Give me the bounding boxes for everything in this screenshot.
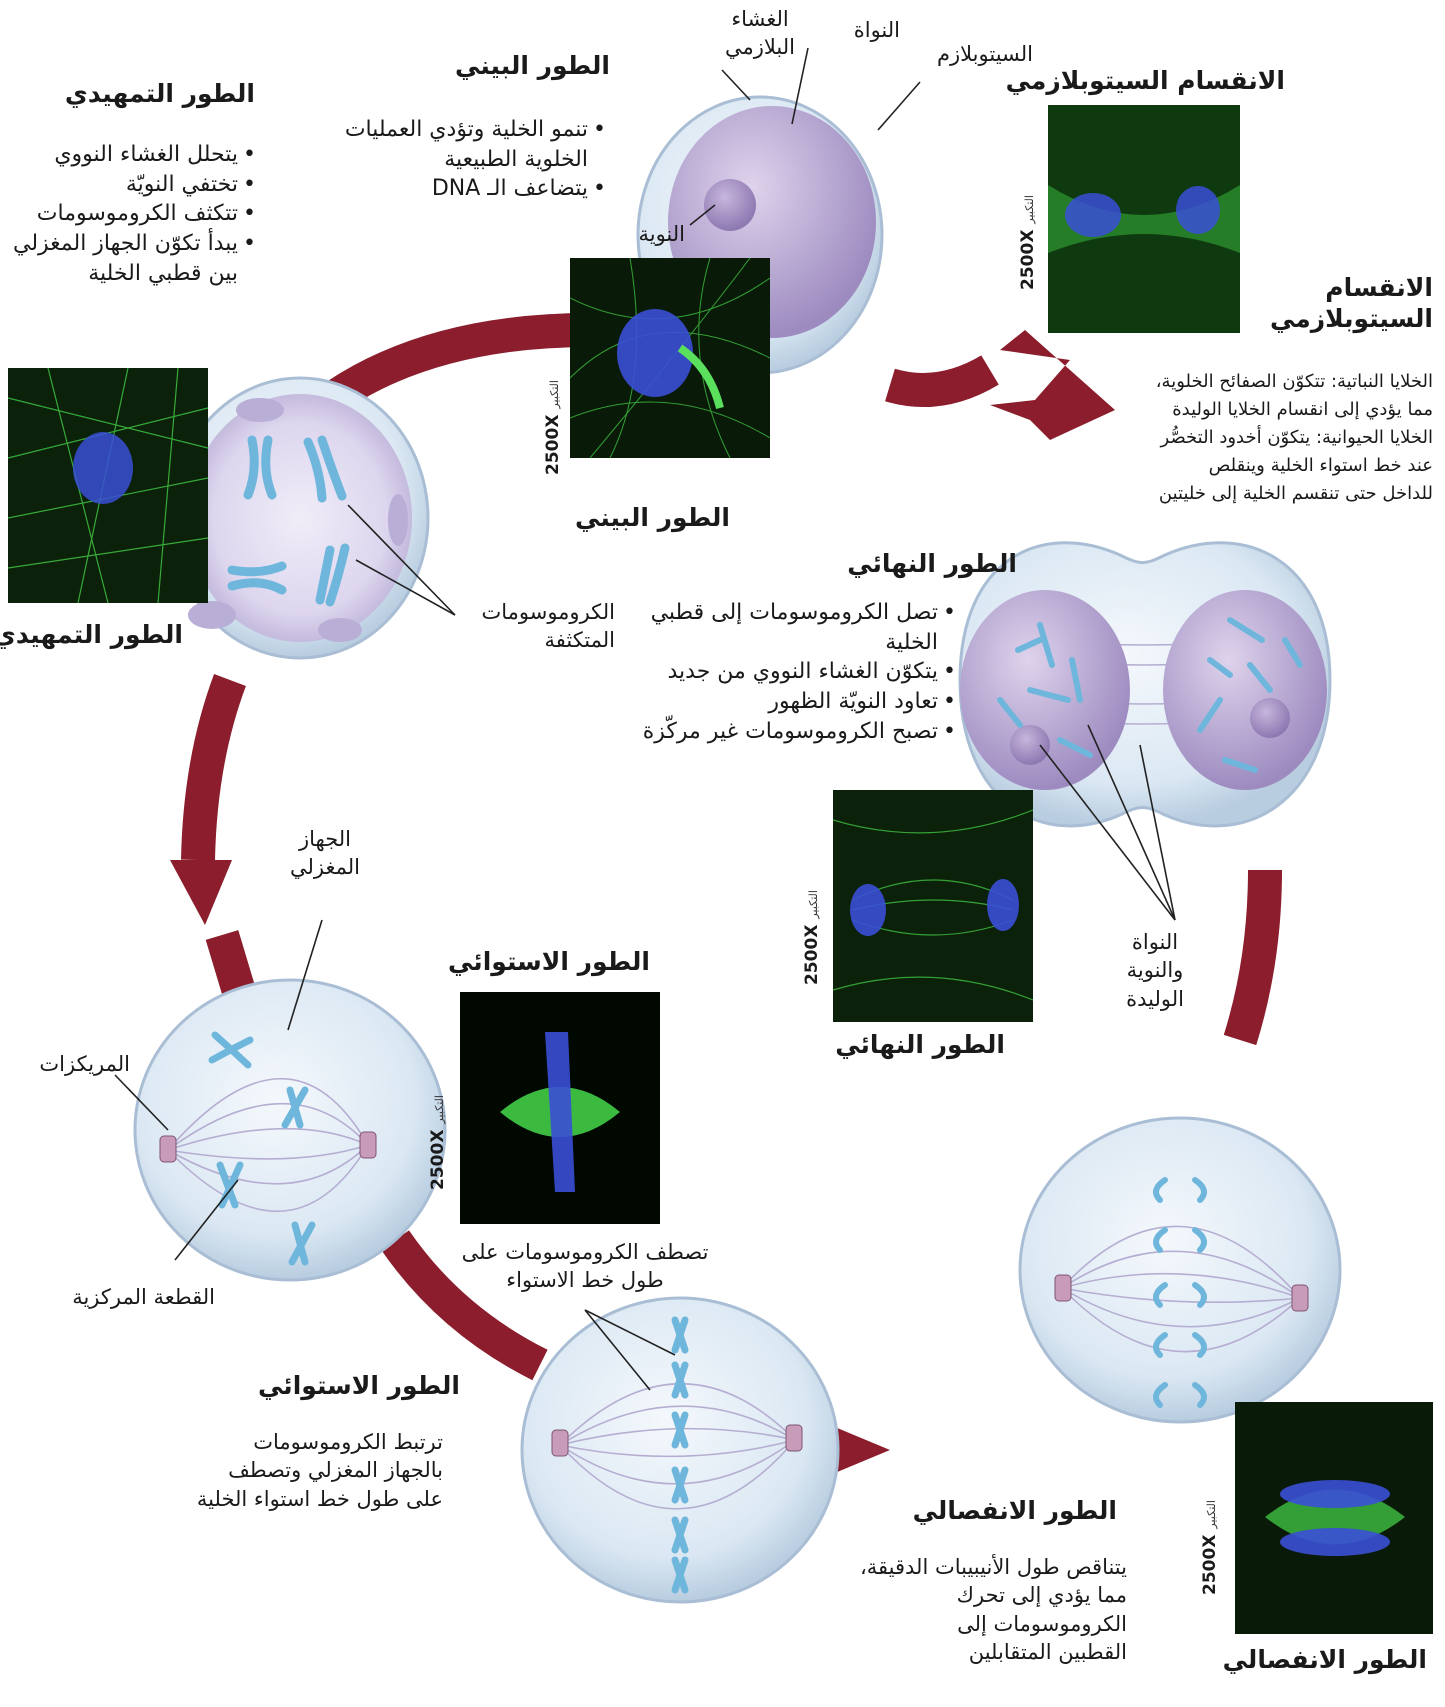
magnification-metaphase: 2500X التكبير <box>428 1095 448 1190</box>
cytokinesis-line: الخلايا الحيوانية: يتكوّن أخدود التخصُّر <box>1156 424 1433 452</box>
telophase-bullet: يتكوّن الغشاء النووي من جديد <box>630 657 938 687</box>
metaphase-photo-title: الطور الاستوائي <box>448 947 650 976</box>
label-centromere: القطعة المركزية <box>72 1283 215 1311</box>
prophase-photo-caption: الطور التمهيدي <box>0 620 183 649</box>
magnification-value: 2500X <box>428 1130 448 1190</box>
telophase-cell <box>960 543 1330 826</box>
label-condensed-chromosomes: الكروموسومات المتكثفة <box>465 598 615 655</box>
telophase-bullet: تصبح الكروموسومات غير مركّزة <box>630 717 938 747</box>
ring-segment-prophase-metaphase <box>198 680 230 860</box>
prophase-title: الطور التمهيدي <box>65 78 255 109</box>
anaphase-text: يتناقص طول الأنيبيبات الدقيقة، مما يؤدي … <box>860 1553 1127 1666</box>
label-align: تصطف الكروموسومات على طول خط الاستواء <box>460 1238 710 1295</box>
anaphase-line: يتناقص طول الأنيبيبات الدقيقة، <box>860 1553 1127 1581</box>
prophase-bullets: يتحلل الغشاء النووي تختفي النويّة تتكثف … <box>5 140 260 288</box>
magnification-word: التكبير <box>1205 1500 1218 1529</box>
micrograph-telophase <box>833 790 1033 1022</box>
prophase-bullet: يتحلل الغشاء النووي <box>5 140 238 170</box>
anaphase-cell <box>1020 1118 1340 1422</box>
metaphase-title: الطور الاستوائي <box>258 1370 460 1401</box>
ring-segment-telophase-anaphase <box>1240 870 1265 1040</box>
ring-segment-cytokinesis-interphase <box>890 370 990 390</box>
label-plasma-membrane: الغشاء البلازمي <box>715 5 805 62</box>
interphase-bullet: تنمو الخلية وتؤدي العمليات الخلوية الطبي… <box>320 115 588 174</box>
label-nucleolus: النوية <box>638 220 685 248</box>
anaphase-line: الكروموسومات إلى <box>860 1610 1127 1638</box>
arrow-to-interphase <box>990 330 1115 440</box>
metaphase-text: ترتبط الكروموسومات بالجهاز المغزلي وتصطف… <box>197 1428 443 1513</box>
telophase-bullet: تعاود النويّة الظهور <box>630 687 938 717</box>
interphase-nucleolus <box>704 179 756 231</box>
micrograph-metaphase <box>460 992 660 1224</box>
magnification-cytokinesis: 2500X التكبير <box>1018 195 1038 290</box>
magnification-telophase: 2500X التكبير <box>802 890 822 985</box>
anaphase-title: الطور الانفصالي <box>913 1495 1117 1526</box>
telophase-bullets: تصل الكروموسومات إلى قطبي الخلية يتكوّن … <box>630 598 960 746</box>
prophase-bullet: تتكثف الكروموسومات <box>5 199 238 229</box>
anaphase-line: القطبين المتقابلين <box>860 1638 1127 1666</box>
metaphase-cell <box>522 1298 838 1602</box>
metaphase-line: بالجهاز المغزلي وتصطف <box>197 1456 443 1484</box>
magnification-value: 2500X <box>1200 1535 1220 1595</box>
magnification-word: التكبير <box>433 1095 446 1124</box>
magnification-value: 2500X <box>543 415 563 475</box>
anaphase-line: مما يؤدي إلى تحرك <box>860 1581 1127 1609</box>
ring-segment-spindle-connector <box>222 935 240 995</box>
cytokinesis-line: مما يؤدي إلى انقسام الخلايا الوليدة <box>1156 396 1433 424</box>
metaphase-line: على طول خط استواء الخلية <box>197 1485 443 1513</box>
magnification-anaphase: 2500X التكبير <box>1200 1500 1220 1595</box>
telophase-title: الطور النهائي <box>847 548 1017 579</box>
cytokinesis-line: للداخل حتى تنقسم الخلية إلى خليتين <box>1156 480 1433 508</box>
interphase-photo-caption: الطور البيني <box>575 503 730 532</box>
telophase-photo-caption: الطور النهائي <box>835 1030 1005 1059</box>
arrow-to-metaphase <box>170 860 232 925</box>
interphase-bullets: تنمو الخلية وتؤدي العمليات الخلوية الطبي… <box>320 115 610 204</box>
label-nucleus: النواة <box>854 16 900 44</box>
cytokinesis-text: الخلايا النباتية: تتكوّن الصفائح الخلوية… <box>1156 368 1433 507</box>
micrograph-cytokinesis <box>1048 105 1240 333</box>
cytokinesis-title: الانقسام السيتوبلازمي <box>1283 272 1433 335</box>
magnification-word: التكبير <box>807 890 820 919</box>
interphase-title: الطور البيني <box>455 50 610 81</box>
prophase-cell <box>172 378 428 658</box>
telophase-bullet: تصل الكروموسومات إلى قطبي الخلية <box>630 598 938 657</box>
cytokinesis-line: عند خط استواء الخلية وينقلص <box>1156 452 1433 480</box>
metaphase-line: ترتبط الكروموسومات <box>197 1428 443 1456</box>
micrograph-prophase <box>8 368 208 603</box>
micrograph-interphase <box>570 258 770 458</box>
prophase-bullet: يبدأ تكوّن الجهاز المغزلي بين قطبي الخلي… <box>5 229 238 288</box>
label-centrioles: المريكزات <box>39 1050 130 1078</box>
label-daughter-nucleus: النواة والنوية الوليدة <box>1110 928 1200 1013</box>
anaphase-photo-caption: الطور الانفصالي <box>1223 1645 1427 1674</box>
interphase-bullet: يتضاعف الـ DNA <box>320 174 588 204</box>
cytokinesis-photo-title: الانقسام السيتوبلازمي <box>1006 65 1285 96</box>
label-spindle: الجهاز المغزلي <box>285 825 365 882</box>
magnification-word: التكبير <box>548 380 561 409</box>
cytokinesis-line: الخلايا النباتية: تتكوّن الصفائح الخلوية… <box>1156 368 1433 396</box>
magnification-value: 2500X <box>802 925 822 985</box>
micrograph-anaphase <box>1235 1402 1433 1634</box>
prophase-bullet: تختفي النويّة <box>5 170 238 200</box>
magnification-word: التكبير <box>1023 195 1036 224</box>
magnification-value: 2500X <box>1018 230 1038 290</box>
magnification-interphase: 2500X التكبير <box>543 380 563 475</box>
